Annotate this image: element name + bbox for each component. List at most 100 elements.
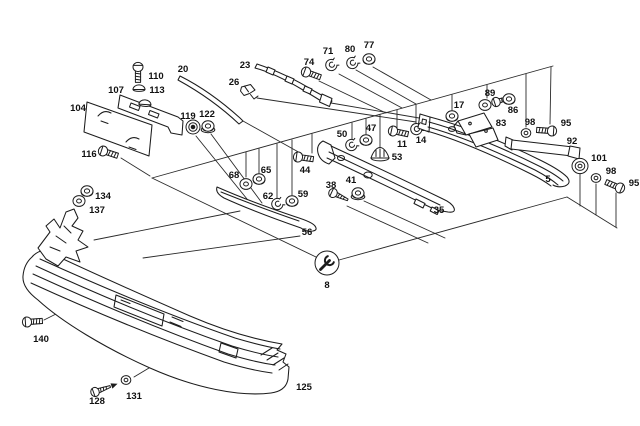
part-glyph-89-washer-icon [478, 99, 492, 111]
leader-line [549, 66, 552, 125]
part-glyph-134-nut-icon [80, 185, 94, 197]
part-glyph-137-washer-icon [72, 195, 86, 207]
part-callout-101: 101 [591, 153, 608, 164]
part-callout-53: 53 [392, 152, 403, 163]
part-callout-98: 98 [525, 117, 536, 128]
rail-35-notch [413, 198, 426, 209]
part-callout-95: 95 [561, 118, 572, 129]
leader-line [195, 135, 248, 200]
part-glyph-140-bolt-icon [21, 316, 44, 328]
mounting-rail-23 [254, 63, 333, 108]
part-callout-119: 119 [180, 111, 195, 122]
rail-35-line [328, 151, 441, 206]
part-glyph-95b-bolt-icon [604, 179, 626, 194]
part-glyph-11-bolt-icon [387, 125, 410, 138]
rail-5-line [428, 121, 564, 182]
part-glyph-80-cclip-icon [346, 55, 361, 70]
rail-35-line [326, 157, 437, 211]
part-callout-50: 50 [337, 129, 348, 140]
part-callout-86: 86 [508, 105, 519, 116]
part-callout-20: 20 [178, 64, 189, 75]
part-callout-128: 128 [89, 396, 105, 407]
part-glyph-44-bolt-icon [292, 151, 315, 163]
part-glyph-17-nut-icon [445, 110, 459, 122]
leader-line [256, 97, 417, 123]
part-glyph-77-nut-icon [362, 53, 376, 65]
part-glyph-119-grommet-icon [185, 119, 201, 135]
part-glyph-113-dome-icon [132, 84, 146, 92]
part-callout-92: 92 [567, 136, 578, 147]
part-callout-140: 140 [33, 334, 49, 345]
plate-bracket-slot [128, 102, 141, 112]
bracket-92-bar [510, 139, 574, 157]
part-callout-11: 11 [397, 139, 408, 150]
leader-line [318, 80, 387, 114]
part-callout-17: 17 [454, 100, 465, 111]
part-callout-38: 38 [326, 180, 337, 191]
bracket-83-plate [457, 112, 493, 136]
part-callout-134: 134 [95, 191, 112, 202]
artwork-layer [22, 63, 581, 395]
rail-5-tip [552, 176, 570, 188]
leader-line [151, 177, 317, 258]
leader-line [93, 210, 241, 241]
part-glyph-50-cclip-icon [345, 137, 360, 152]
leader-line [120, 157, 151, 177]
part-callout-107: 107 [108, 85, 124, 96]
bracket-83 [453, 112, 499, 148]
bumper-notch [218, 342, 239, 359]
part-callout-83: 83 [496, 118, 507, 129]
part-glyph-113b-dome-icon [138, 99, 152, 107]
part-glyph-59-nut-icon [285, 195, 299, 207]
part-callout-35: 35 [434, 205, 445, 216]
part-callout-104: 104 [70, 103, 87, 114]
mounting-rail-23-end-bracket [318, 93, 333, 108]
part-glyph-122-flangenut-icon [200, 120, 216, 134]
bracket-92 [504, 136, 581, 160]
part-glyph-98b-washerSmall-icon [590, 173, 602, 183]
bumper-ridge-line [30, 282, 273, 374]
bumper-ridge-line [32, 273, 276, 366]
part-glyph-68-washer-icon [239, 178, 253, 190]
rail-35-end-cap [317, 140, 336, 165]
part-callout-137: 137 [89, 205, 105, 216]
part-callout-8: 8 [324, 280, 329, 291]
part-glyph-131-washerSmall-icon [120, 375, 132, 385]
bumper-ridge-line [39, 258, 281, 350]
bumper-ridge-line [35, 265, 279, 358]
part-glyph-110-bolt-icon [132, 61, 144, 83]
part-callout-47: 47 [366, 123, 377, 134]
part-glyph-71-cclip-icon [325, 57, 340, 72]
bumper-cover-outline [22, 249, 290, 395]
part-callout-26: 26 [229, 77, 240, 88]
part-callout-77: 77 [364, 40, 375, 51]
part-callout-41: 41 [346, 175, 357, 186]
part-callout-89: 89 [485, 88, 496, 99]
license-plate-outline [83, 101, 153, 157]
part-glyph-65-nut-icon [252, 173, 266, 185]
rail-35-bump [363, 171, 373, 179]
part-glyph-62-cclip-icon [271, 196, 286, 211]
mounting-rail-23-clip [284, 75, 295, 85]
license-plate-character [125, 137, 140, 151]
plate-bracket [117, 94, 184, 136]
bumper-plate-recess [113, 294, 165, 327]
leader-line [566, 196, 618, 229]
part-callout-98b: 98 [606, 166, 617, 177]
leader-line [355, 69, 417, 105]
corner-bracket-folds [49, 225, 72, 252]
corner-bracket [37, 208, 89, 267]
bumper-end-hatching [260, 347, 289, 371]
part-glyph-101-washerBig-icon [571, 157, 589, 175]
part-glyph-128-screwArrow-icon [90, 383, 118, 398]
plate-bracket-slot [147, 109, 160, 119]
part-callout-68: 68 [229, 170, 240, 181]
rail-5-line [427, 126, 559, 186]
leader-lines-layer [43, 65, 618, 378]
rail-35-line [330, 145, 455, 209]
part-glyph-41-flangenut-icon [350, 187, 366, 201]
part-glyph-95-bolt-icon [535, 125, 558, 137]
part-callout-116: 116 [81, 149, 96, 160]
